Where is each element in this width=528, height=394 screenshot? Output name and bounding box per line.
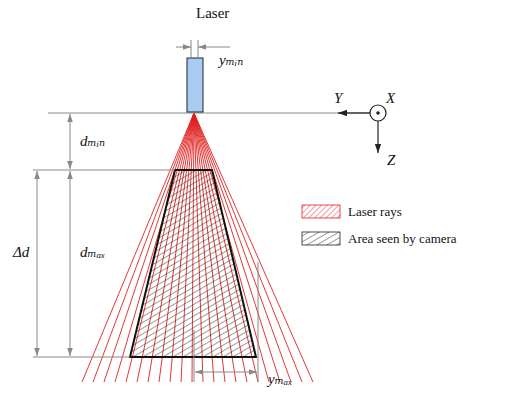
- axis-label: Y: [334, 91, 342, 106]
- camera-area: [130, 170, 256, 357]
- legend-text: Laser rays: [348, 205, 402, 218]
- dimension-label: dₘₐₓ: [80, 245, 105, 260]
- axis-label: X: [386, 91, 395, 106]
- reference-line: [48, 113, 372, 114]
- y-axis: [338, 112, 370, 113]
- legend-swatch: [302, 232, 340, 245]
- dimension-label: Δd: [13, 245, 29, 260]
- legend-swatch: [302, 205, 340, 218]
- legend-text: Area seen by camera: [348, 232, 457, 245]
- laser-body: [187, 58, 203, 112]
- dimension-label: yₘₐₓ: [268, 372, 293, 387]
- x-axis: [370, 105, 386, 121]
- dimension-label: dₘᵢₙ: [80, 134, 105, 149]
- z-axis: [377, 121, 378, 153]
- laser-rays: [82, 113, 313, 382]
- axis-label: Z: [387, 153, 395, 168]
- laser-label: Laser: [196, 6, 229, 21]
- dimension-label: yₘᵢₙ: [219, 53, 243, 68]
